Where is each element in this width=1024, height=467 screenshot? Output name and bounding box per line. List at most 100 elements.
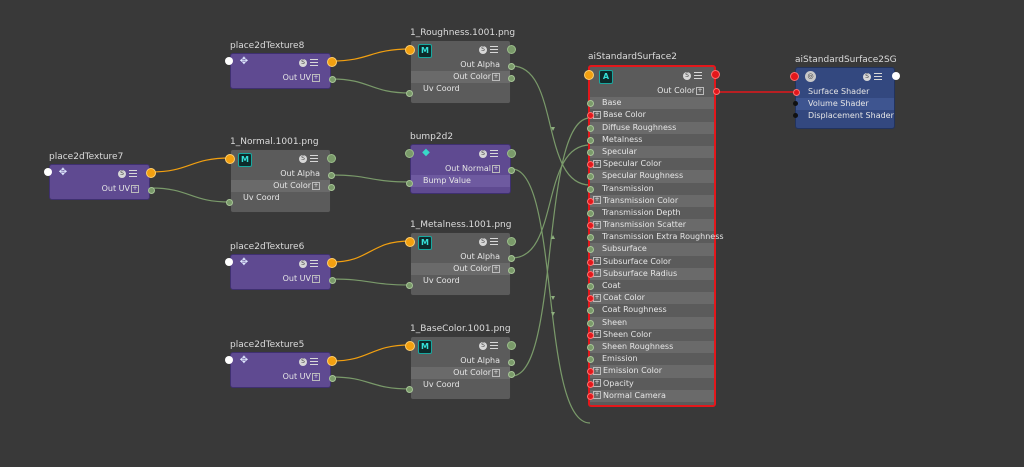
output-port[interactable]	[507, 149, 516, 158]
input-port[interactable]	[405, 149, 414, 158]
output-port[interactable]	[327, 57, 337, 67]
expand-icon[interactable]: +	[312, 73, 320, 82]
output-port[interactable]	[327, 356, 337, 366]
bump-value-port[interactable]	[406, 180, 413, 187]
expand-icon[interactable]: +	[492, 264, 500, 273]
attr-list-icon[interactable]	[490, 237, 498, 246]
attr-input-port[interactable]	[587, 185, 594, 193]
attr-input-port[interactable]	[587, 380, 594, 388]
attr-input-port[interactable]	[587, 234, 594, 242]
out-color-port[interactable]	[713, 88, 720, 95]
out-alpha-port[interactable]	[328, 172, 335, 179]
out-uv-port[interactable]	[329, 277, 336, 284]
attr-input-port[interactable]	[587, 246, 594, 254]
expand-icon[interactable]: +	[696, 86, 704, 95]
attr-row[interactable]: Base	[587, 97, 714, 110]
attr-row[interactable]: +Opacity	[587, 378, 714, 390]
expand-icon[interactable]: +	[593, 257, 601, 266]
attr-row[interactable]: Emission	[587, 353, 714, 365]
expand-icon[interactable]: +	[492, 164, 500, 173]
output-port[interactable]	[146, 168, 156, 178]
uv-coord-port[interactable]	[226, 199, 233, 206]
output-port[interactable]	[892, 72, 900, 80]
attr-list-icon[interactable]	[310, 58, 318, 67]
input-port[interactable]	[44, 168, 52, 176]
swatch-icon[interactable]: S	[299, 259, 307, 268]
expand-icon[interactable]: +	[492, 72, 500, 81]
output-port[interactable]	[711, 70, 720, 79]
out-uv-port[interactable]	[148, 187, 155, 194]
swatch-icon[interactable]: S	[479, 45, 487, 54]
attr-input-port[interactable]	[587, 331, 594, 339]
attr-input-port[interactable]	[587, 307, 594, 315]
input-port[interactable]	[225, 258, 233, 266]
attr-row[interactable]: Transmission	[587, 183, 714, 195]
out-alpha-port[interactable]	[508, 255, 515, 262]
out-color-port[interactable]	[508, 75, 515, 82]
out-alpha-port[interactable]	[508, 359, 515, 366]
attr-row[interactable]: Specular	[587, 145, 714, 159]
expand-icon[interactable]: +	[492, 368, 500, 377]
attr-row[interactable]: Transmission Extra Roughness	[587, 231, 724, 243]
input-port[interactable]	[405, 341, 415, 351]
attr-list-icon[interactable]	[129, 169, 137, 178]
attr-input-port[interactable]	[587, 270, 594, 278]
attr-list-icon[interactable]	[490, 341, 498, 350]
attr-list-icon[interactable]	[310, 154, 318, 163]
attr-list-icon[interactable]	[490, 45, 498, 54]
input-port[interactable]	[225, 57, 233, 65]
surface-shader-port[interactable]	[793, 89, 800, 96]
attr-input-port[interactable]	[587, 100, 594, 108]
output-port[interactable]	[327, 258, 337, 268]
attr-list-icon[interactable]	[874, 72, 882, 81]
node-bump2d2[interactable]: bump2d2 ◆ S Out Normal+ Bump Value	[405, 132, 516, 194]
swatch-icon[interactable]: S	[683, 71, 691, 80]
attr-row[interactable]: +Base Color	[587, 109, 714, 121]
swatch-icon[interactable]: S	[863, 72, 871, 81]
swatch-icon[interactable]: S	[479, 149, 487, 158]
attr-input-port[interactable]	[587, 197, 594, 205]
expand-icon[interactable]: +	[593, 110, 601, 119]
attr-row[interactable]: +Normal Camera	[587, 389, 714, 402]
expand-icon[interactable]: +	[593, 366, 601, 375]
expand-icon[interactable]: +	[312, 274, 320, 283]
attr-list-icon[interactable]	[310, 259, 318, 268]
swatch-icon[interactable]: S	[299, 58, 307, 67]
uv-coord-port[interactable]	[406, 90, 413, 97]
attr-list-icon[interactable]	[490, 149, 498, 158]
swatch-icon[interactable]: S	[299, 357, 307, 366]
attr-row[interactable]: +Specular Color	[587, 158, 714, 170]
expand-icon[interactable]: +	[593, 330, 601, 339]
swatch-icon[interactable]: S	[299, 154, 307, 163]
node-place2dtexture7[interactable]: place2dTexture7 ✥ S Out UV+	[44, 152, 156, 200]
input-port[interactable]	[405, 237, 415, 247]
out-uv-port[interactable]	[329, 76, 336, 83]
out-normal-port[interactable]	[508, 167, 515, 174]
swatch-icon[interactable]: S	[479, 341, 487, 350]
node-metalness-file[interactable]: 1_Metalness.1001.png M S Out Alpha Out C…	[405, 220, 516, 296]
input-port[interactable]	[584, 70, 594, 80]
input-port[interactable]	[225, 356, 233, 364]
out-color-port[interactable]	[508, 267, 515, 274]
node-aistandardsurface2sg[interactable]: aiStandardSurface2SG ◎ S Surface Shader …	[790, 55, 900, 129]
attr-input-port[interactable]	[587, 136, 594, 144]
output-port[interactable]	[507, 237, 516, 246]
input-port[interactable]	[405, 45, 415, 55]
expand-icon[interactable]: +	[593, 196, 601, 205]
node-place2dtexture8[interactable]: place2dTexture8 ✥ S Out UV+	[225, 41, 337, 89]
expand-icon[interactable]: +	[593, 220, 601, 229]
node-place2dtexture6[interactable]: place2dTexture6 ✥ S Out UV+	[225, 242, 337, 290]
output-port[interactable]	[507, 341, 516, 350]
attr-input-port[interactable]	[587, 173, 594, 181]
expand-icon[interactable]: +	[593, 391, 601, 400]
node-normal-file[interactable]: 1_Normal.1001.png M S Out Alpha Out Colo…	[225, 137, 336, 213]
input-port[interactable]	[790, 72, 799, 81]
attr-row[interactable]: +Subsurface Color	[587, 256, 714, 268]
attr-input-port[interactable]	[587, 283, 594, 290]
attr-row[interactable]: Coat	[587, 280, 714, 292]
attr-input-port[interactable]	[587, 209, 594, 217]
expand-icon[interactable]: +	[131, 184, 139, 193]
attr-list-icon[interactable]	[310, 357, 318, 366]
input-port[interactable]	[225, 154, 235, 164]
swatch-icon[interactable]: S	[118, 169, 126, 178]
